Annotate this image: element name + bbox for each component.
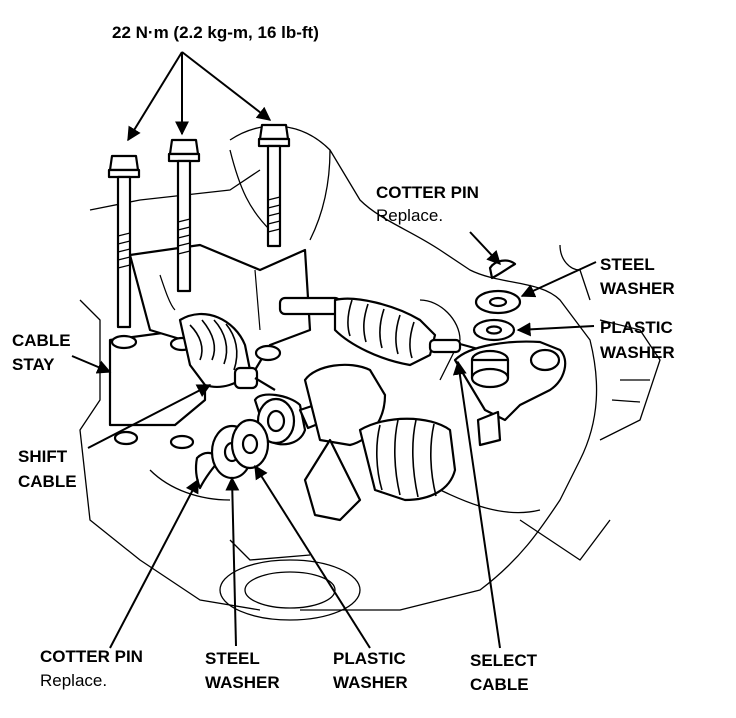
select-cable-arrow	[452, 360, 501, 649]
steel-washer-top-label: STEEL	[600, 255, 655, 274]
cable-stay-bracket	[108, 243, 312, 450]
cable-stay-label: CABLE	[12, 331, 71, 350]
shift-cable-label-2: CABLE	[18, 472, 77, 491]
bolt-left	[107, 154, 141, 329]
plastic-washer-bottom-label-2: WASHER	[333, 673, 408, 692]
bolt-right	[257, 123, 291, 248]
select-cable-boot	[278, 296, 501, 367]
torque-arrow-left	[127, 51, 183, 142]
plastic-washer-top-arrow	[516, 322, 595, 337]
select-cotter-pin-part	[488, 259, 517, 280]
plastic-washer-bottom-label: PLASTIC	[333, 649, 406, 668]
cotter-pin-top-note: Replace.	[376, 206, 443, 225]
cable-stay-arrow	[71, 355, 112, 374]
leader-lines	[71, 51, 597, 649]
shift-cable-label: SHIFT	[18, 447, 68, 466]
select-cable-end-eye	[470, 349, 510, 389]
cotter-pin-bottom-note: Replace.	[40, 671, 107, 690]
steel-washer-top-arrow	[520, 261, 597, 298]
select-cable-label-2: CABLE	[470, 675, 529, 694]
steel-washer-bottom-label: STEEL	[205, 649, 260, 668]
select-plastic-washer-part	[472, 318, 516, 342]
cotter-pin-top-label: COTTER PIN	[376, 183, 479, 202]
cotter-pin-top-arrow	[469, 231, 501, 266]
plastic-washer-top-label: PLASTIC	[600, 318, 673, 337]
shift-cable-arrow	[87, 384, 212, 449]
shift-lever	[253, 363, 457, 522]
bolt-middle	[167, 138, 201, 293]
cotter-pin-bottom-label: COTTER PIN	[40, 647, 143, 666]
cable-stay-label-2: STAY	[12, 355, 55, 374]
labels: 22 N·m (2.2 kg-m, 16 lb-ft) COTTER PIN R…	[12, 23, 675, 694]
torque-spec-label: 22 N·m (2.2 kg-m, 16 lb-ft)	[112, 23, 319, 42]
select-cable-label: SELECT	[470, 651, 538, 670]
select-steel-washer-part	[474, 289, 522, 315]
plastic-washer-bottom-arrow	[254, 464, 371, 649]
torque-arrow-right	[181, 51, 272, 121]
steel-washer-bottom-label-2: WASHER	[205, 673, 280, 692]
steel-washer-top-label-2: WASHER	[600, 279, 675, 298]
shift-cable-boot	[178, 312, 276, 391]
cotter-pin-bottom-arrow	[109, 478, 199, 649]
plastic-washer-top-label-2: WASHER	[600, 343, 675, 362]
select-lever	[453, 340, 567, 447]
steel-washer-bottom-arrow	[225, 476, 240, 647]
shift-plastic-washer-part	[230, 418, 270, 470]
